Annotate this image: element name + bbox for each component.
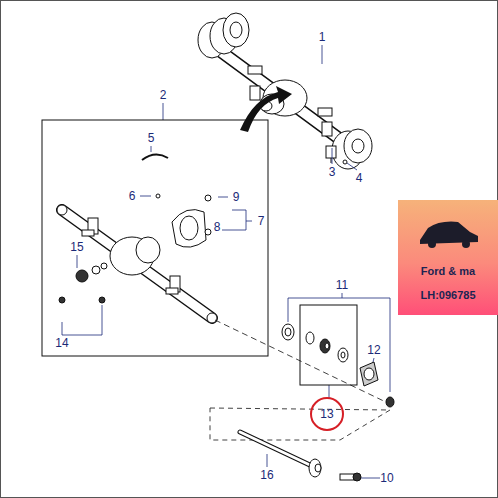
- callout-number: 10: [380, 472, 393, 484]
- curved-arrow: [240, 86, 292, 132]
- callout-number: 12: [367, 344, 380, 356]
- callout-number: 1: [319, 31, 326, 43]
- callout-number: 16: [260, 469, 273, 481]
- explode-line: [215, 320, 390, 404]
- callout-number: 14: [55, 337, 68, 349]
- callout-number: 9: [233, 191, 240, 203]
- callout-number: 13: [320, 408, 333, 420]
- shaft-outline: [210, 408, 390, 440]
- car-wheel: [428, 240, 436, 248]
- rear-axle-assembly: [198, 13, 372, 169]
- callout-number: 2: [160, 89, 167, 101]
- watermark-box: Ford & ma LH:096785: [398, 200, 498, 315]
- callout-number: 3: [329, 166, 336, 178]
- axle-shaft: [240, 432, 361, 481]
- callout-number: 4: [356, 172, 363, 184]
- watermark-text: LH:096785: [420, 289, 475, 301]
- callout-number: 5: [148, 132, 155, 144]
- callout-number: 11: [336, 279, 348, 291]
- car-wheel: [462, 240, 470, 248]
- callout-number: 8: [214, 221, 221, 233]
- car-icon: [420, 222, 478, 244]
- leader-lines: [62, 45, 390, 478]
- callout-number: 15: [70, 241, 83, 253]
- bearing-parts: [282, 305, 394, 407]
- axle-housing: [57, 154, 217, 323]
- group-box: [42, 120, 268, 356]
- callout-number: 7: [258, 215, 265, 227]
- watermark-panel: [398, 200, 498, 315]
- watermark-text: Ford & ma: [421, 265, 475, 277]
- highlight-circle: [311, 398, 343, 430]
- callout-number: 6: [129, 190, 136, 202]
